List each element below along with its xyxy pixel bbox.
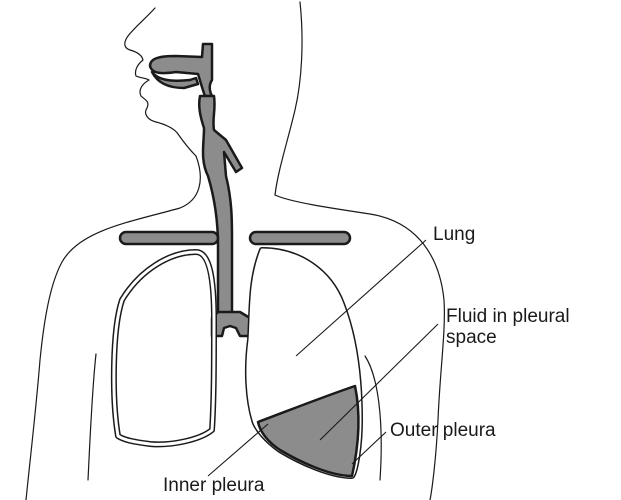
fluid-label: Fluid in pleural space <box>446 306 570 348</box>
right-arm-crease <box>365 356 381 480</box>
fluid-label-line2: space <box>446 327 570 348</box>
left-shoulder-outline <box>26 156 200 500</box>
lung-label: Lung <box>433 224 475 245</box>
left-arm-crease <box>88 354 96 480</box>
left-lung-inner <box>114 252 214 444</box>
left-collarbone <box>120 232 218 244</box>
trachea <box>199 96 242 318</box>
fluid-label-line1: Fluid in pleural <box>446 306 570 327</box>
head-back-outline <box>275 2 302 195</box>
outer-pleura-label: Outer pleura <box>390 420 496 441</box>
inner-pleura-label: Inner pleura <box>163 475 264 496</box>
right-collarbone <box>250 232 350 244</box>
inner-pleura-leader <box>208 424 268 476</box>
left-lung <box>114 252 214 444</box>
